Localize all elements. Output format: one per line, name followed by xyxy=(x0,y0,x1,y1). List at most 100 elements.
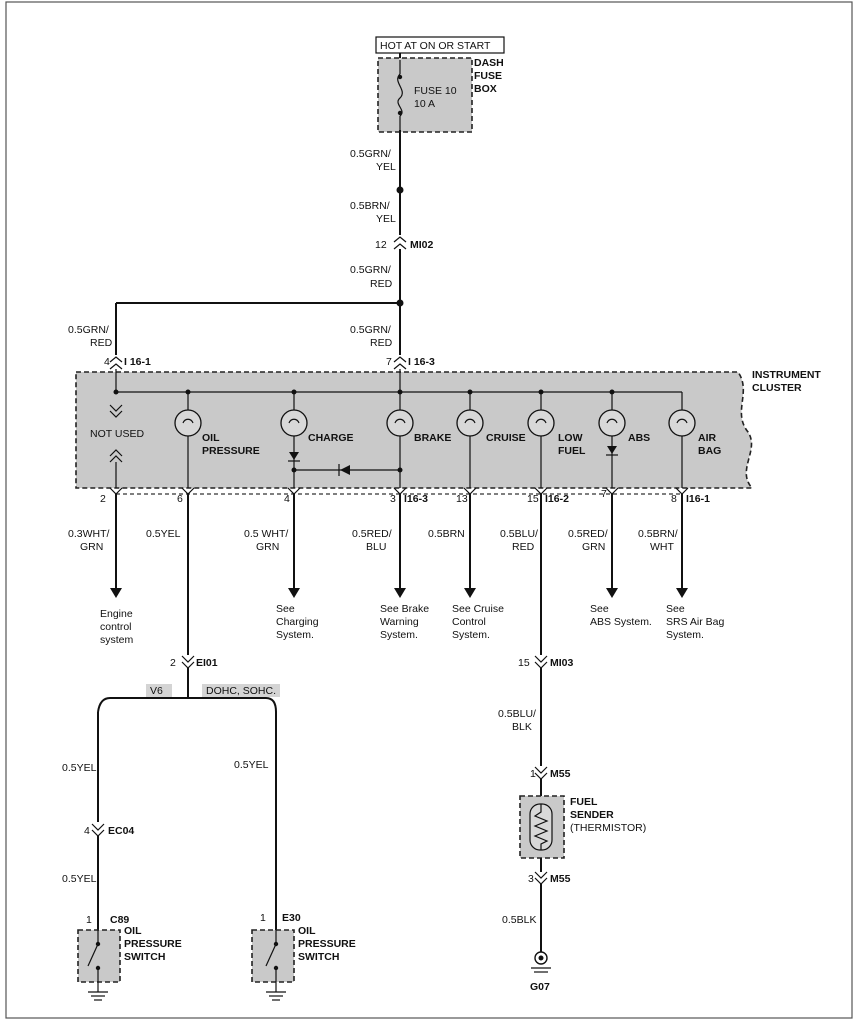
not-used-label: NOT USED xyxy=(90,428,144,440)
low-fuel-lamp-icon xyxy=(527,409,555,437)
lamp-label: CRUISE xyxy=(486,432,526,444)
page-border xyxy=(5,1,853,1019)
lamp-label: CHARGE xyxy=(308,432,354,444)
wire-label: YEL xyxy=(376,213,396,225)
wire-label: 0.5YEL xyxy=(62,873,97,885)
lamp-label: BRAKE xyxy=(414,432,451,444)
ref-engine: Engine xyxy=(100,608,133,620)
pin-number: 1 xyxy=(530,768,536,780)
not-used-connector xyxy=(109,404,123,463)
wire-label: 0.5BLU/ xyxy=(498,708,536,720)
wire-label: 0.5GRN/ xyxy=(68,324,109,336)
wire-label: BLU xyxy=(366,541,386,553)
ref-charging: Charging xyxy=(276,616,319,628)
pin-number: 12 xyxy=(375,239,387,251)
lamp-label: OIL xyxy=(202,432,220,444)
pin-number: 4 xyxy=(84,825,90,837)
ref-srs: See xyxy=(666,603,685,615)
charge-lamp-icon xyxy=(280,409,308,437)
wire-label: 0.5GRN/ xyxy=(350,148,391,160)
ref-abs: See xyxy=(590,603,609,615)
ref-brake: System. xyxy=(380,629,418,641)
ground-label: G07 xyxy=(530,981,550,993)
air-bag-lamp-icon xyxy=(668,409,696,437)
output-wires xyxy=(110,494,688,655)
lamp-label: AIR xyxy=(698,432,717,444)
wire-label: 0.5YEL xyxy=(234,759,269,771)
fuse-box-name-2: FUSE xyxy=(474,70,502,82)
pin-number: 15 xyxy=(527,493,539,505)
pin-number: 1 xyxy=(86,914,92,926)
connector-label: E30 xyxy=(282,912,301,924)
variant-tag xyxy=(202,684,280,697)
switch-label: SWITCH xyxy=(124,951,165,963)
pin-number: 2 xyxy=(170,657,176,669)
power-label: HOT AT ON OR START xyxy=(380,40,491,52)
wire-label: GRN xyxy=(80,541,103,553)
wire-label: 0.5BLK xyxy=(502,914,536,926)
fuse-10 xyxy=(397,60,403,130)
fuse-box-name-3: BOX xyxy=(474,83,497,95)
pin-number: 7 xyxy=(601,488,607,500)
connector-label: M55 xyxy=(550,768,571,780)
wire-label: GRN xyxy=(582,541,605,553)
instrument-cluster xyxy=(75,371,754,489)
fuse-rating: 10 A xyxy=(414,98,435,110)
connector-label: I 16-3 xyxy=(408,356,435,368)
variant-dohc: DOHC, SOHC. xyxy=(206,685,276,697)
connector-label: MI03 xyxy=(550,657,574,669)
wire-label: RED xyxy=(512,541,535,553)
switch-icon xyxy=(265,930,279,982)
pin-number: 15 xyxy=(518,657,530,669)
lamp-label: FUEL xyxy=(558,445,586,457)
ref-srs: SRS Air Bag xyxy=(666,616,725,628)
abs-lamp-icon xyxy=(598,409,626,437)
power-label-box xyxy=(375,36,505,54)
wire-label: 0.5RED/ xyxy=(352,528,392,540)
ref-brake: Warning xyxy=(380,616,419,628)
sender-label: SENDER xyxy=(570,809,614,821)
oil-pressure-switch-v6 xyxy=(77,929,121,983)
diode-icon xyxy=(288,452,300,462)
switch-label: PRESSURE xyxy=(124,938,182,950)
wire-label: 0.5GRN/ xyxy=(350,264,391,276)
connector-i16-1-in xyxy=(109,356,123,370)
lamp-label: LOW xyxy=(558,432,583,444)
ref-brake: See Brake xyxy=(380,603,429,615)
wire-label: 0.5YEL xyxy=(62,762,97,774)
lamp-label: PRESSURE xyxy=(202,445,260,457)
pin-number: 3 xyxy=(528,873,534,885)
pin-number: 13 xyxy=(456,493,468,505)
ref-engine: system xyxy=(100,634,134,646)
connector-label: EI01 xyxy=(196,657,218,669)
thermistor-icon xyxy=(529,803,553,851)
connector-label: I16-1 xyxy=(686,493,710,505)
ref-abs: ABS System. xyxy=(590,616,652,628)
oil-pressure-switch-dohc xyxy=(251,929,295,983)
wire-label: YEL xyxy=(376,161,396,173)
ground-icon xyxy=(88,982,108,1001)
connector-i16-3-in xyxy=(393,356,407,370)
diode-icon xyxy=(606,446,618,456)
variant-v6: V6 xyxy=(150,685,163,697)
bus-drops xyxy=(113,389,683,410)
wire-label: RED xyxy=(370,337,393,349)
pin-number: 6 xyxy=(177,493,183,505)
connector-ec04 xyxy=(91,823,105,837)
switch-label: OIL xyxy=(124,925,142,937)
diode-icon xyxy=(291,464,403,476)
ref-cruise: Control xyxy=(452,616,486,628)
wire-label: 0.5BLU/ xyxy=(500,528,538,540)
pin-number: 2 xyxy=(100,493,106,505)
lamp-label: BAG xyxy=(698,445,721,457)
ref-charging: System. xyxy=(276,629,314,641)
cluster-title-1: INSTRUMENT xyxy=(752,369,821,381)
connector-label: M55 xyxy=(550,873,571,885)
connector-ei01 xyxy=(181,655,195,669)
wire-label: 0.5BRN/ xyxy=(350,200,390,212)
pin-number: 4 xyxy=(284,493,290,505)
fuse-box xyxy=(377,57,473,133)
switch-icon xyxy=(87,930,101,982)
ref-charging: See xyxy=(276,603,295,615)
sender-label: (THERMISTOR) xyxy=(570,822,646,834)
